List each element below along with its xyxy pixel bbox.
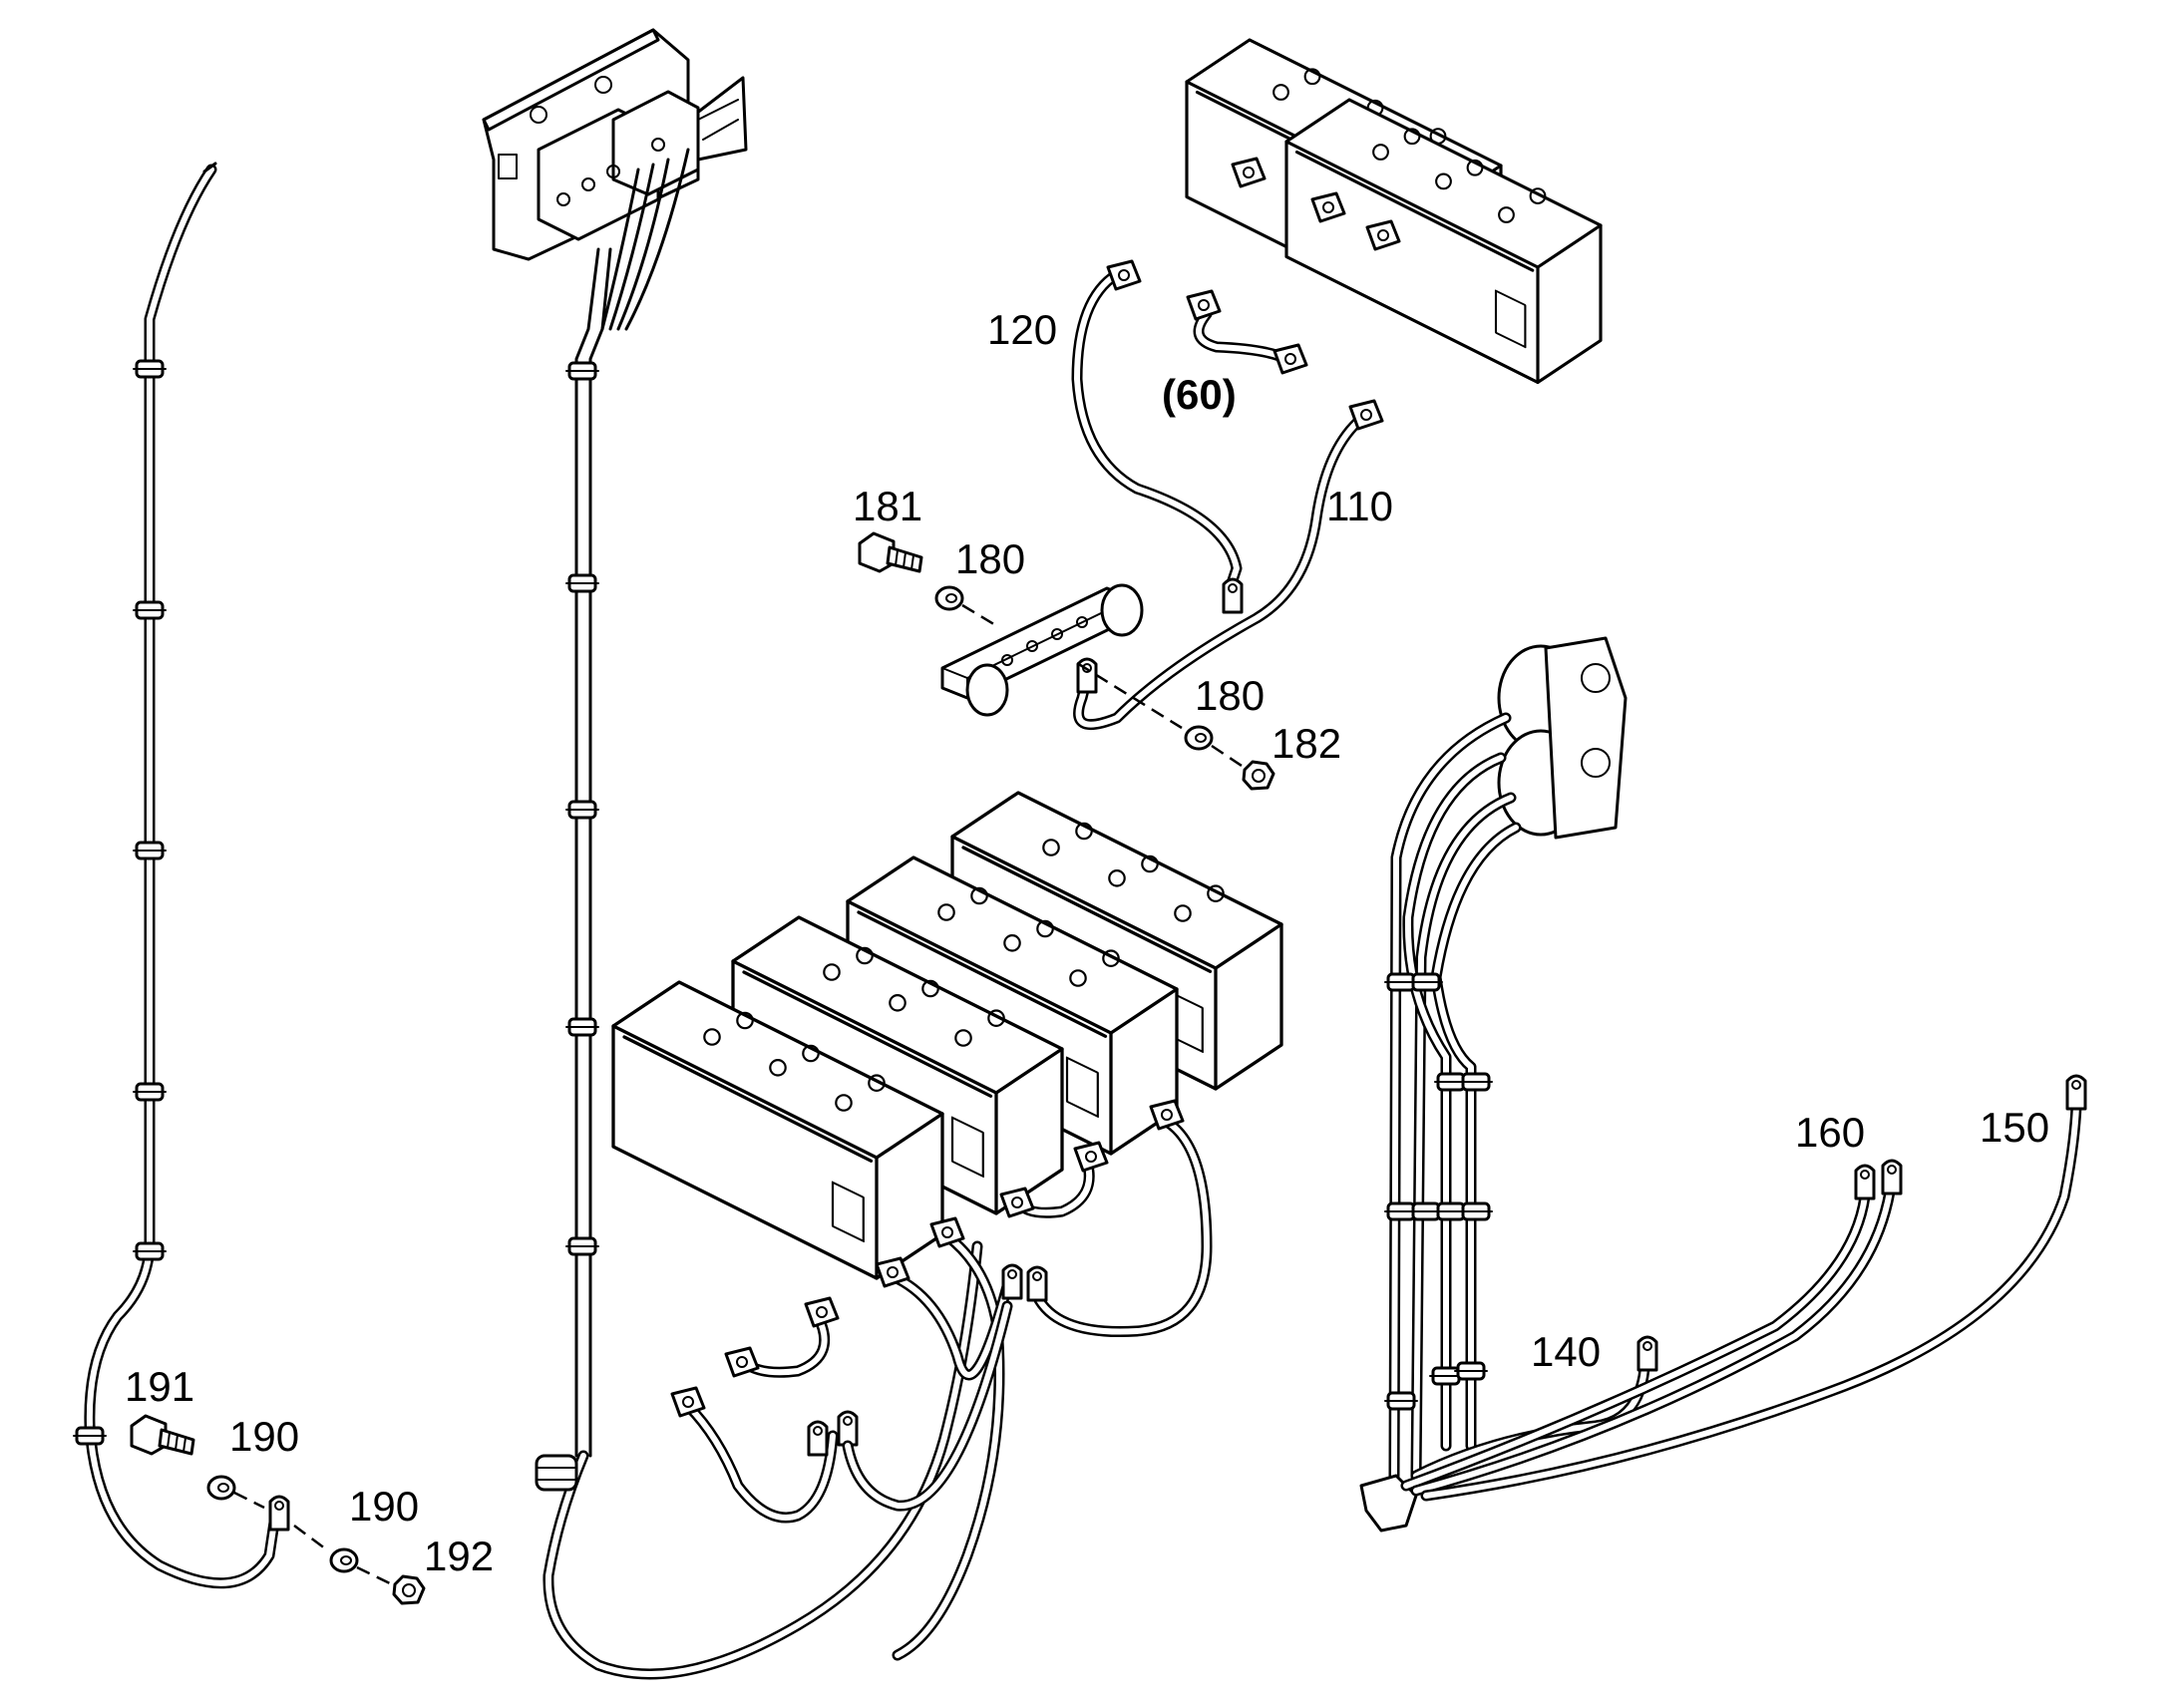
battery-jumper-cables [670,1099,1213,1661]
callout-190-lower: 190 [349,1483,419,1530]
nut-182 [1242,760,1275,791]
battery-pair-upper [1185,38,1603,385]
main-cable-bundle [535,148,983,1680]
jumper-60 [1186,289,1308,375]
right-switch-assembly [1497,636,1628,840]
washer-190-right [329,1547,359,1573]
terminal-bar [940,583,1144,717]
bolt-181 [858,531,923,573]
right-cable-bundle [1359,712,1522,1533]
washer-180-upper [934,585,964,611]
callout-140: 140 [1531,1328,1601,1375]
cable-110 [1073,399,1384,731]
battery-bank-lower [611,791,1283,1280]
cable-140 [1410,1335,1658,1482]
callout-160: 160 [1795,1109,1865,1156]
callout-180-lower: 180 [1195,672,1265,719]
callout-192: 192 [424,1533,494,1579]
washer-180-lower [1184,725,1214,751]
bolt-191 [130,1414,195,1456]
callout-190-upper: 190 [229,1413,299,1460]
callout-60: (60) [1162,371,1237,418]
left-ground-harness [72,162,290,1589]
callout-150: 150 [1980,1104,2049,1151]
callout-180-upper: 180 [955,535,1025,582]
nut-192 [392,1574,426,1605]
battery-switch-bracket [482,28,748,261]
cable-120 [1071,259,1244,614]
washer-190-left [206,1475,236,1501]
callout-110: 110 [1326,483,1393,529]
callout-181: 181 [853,483,922,529]
callout-182: 182 [1272,720,1341,767]
cable-150 [1420,1074,2087,1502]
callout-120: 120 [987,306,1057,353]
callout-191: 191 [125,1363,194,1410]
cable-160 [1400,1159,1903,1497]
